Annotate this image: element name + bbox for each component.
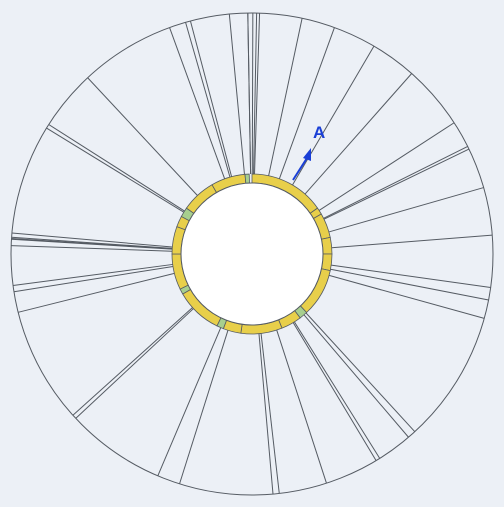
- spoke-line: [75, 308, 194, 419]
- spoke-line: [318, 122, 455, 211]
- spoke-line: [254, 13, 261, 175]
- spoke-line: [323, 148, 470, 220]
- annotation-label: A: [313, 123, 325, 142]
- spoke-line: [331, 234, 493, 249]
- spoke-line: [323, 146, 468, 219]
- spoke-line: [11, 236, 173, 249]
- spokes-group: [11, 12, 493, 495]
- spoke-line: [268, 18, 303, 176]
- spoke-line: [258, 333, 274, 495]
- spoke-line: [331, 264, 491, 289]
- spoke-line: [11, 237, 173, 250]
- spoke-line: [169, 27, 226, 179]
- spoke-line: [251, 12, 254, 175]
- spoke-line: [328, 187, 484, 233]
- outer-ring: [10, 12, 494, 496]
- spoke-line: [189, 20, 233, 177]
- spoke-line: [292, 45, 375, 186]
- spoke-line: [157, 327, 222, 477]
- annotation-arrow: [292, 157, 308, 181]
- spoke-line: [185, 22, 231, 178]
- spoke-line: [48, 124, 185, 212]
- spoke-line: [292, 322, 377, 461]
- spoke-line: [253, 13, 258, 175]
- annotation-arrowhead: [303, 148, 311, 161]
- spoke-line: [247, 13, 252, 175]
- spoke-line: [18, 272, 175, 313]
- spoke-line: [228, 14, 245, 175]
- spoke-line: [13, 266, 174, 293]
- spoke-line: [46, 127, 185, 213]
- spoke-line: [293, 321, 381, 459]
- inner-disc: [180, 182, 324, 326]
- spoke-line: [87, 77, 198, 196]
- spoke-line: [179, 330, 229, 485]
- spoke-line: [278, 27, 335, 179]
- spoke-line: [72, 307, 193, 416]
- spoke-line: [260, 333, 280, 494]
- ring-segment-green: [244, 173, 250, 184]
- annotation-arrow-group: A: [292, 123, 325, 181]
- spoke-line: [328, 274, 485, 319]
- spoke-line: [11, 245, 173, 252]
- spoke-line: [276, 329, 327, 484]
- spoke-line: [330, 268, 489, 301]
- spoke-line: [303, 314, 409, 438]
- spoke-line: [304, 73, 413, 195]
- spoke-line: [12, 263, 173, 286]
- spoke-line: [11, 232, 173, 248]
- spoke-line: [305, 312, 416, 433]
